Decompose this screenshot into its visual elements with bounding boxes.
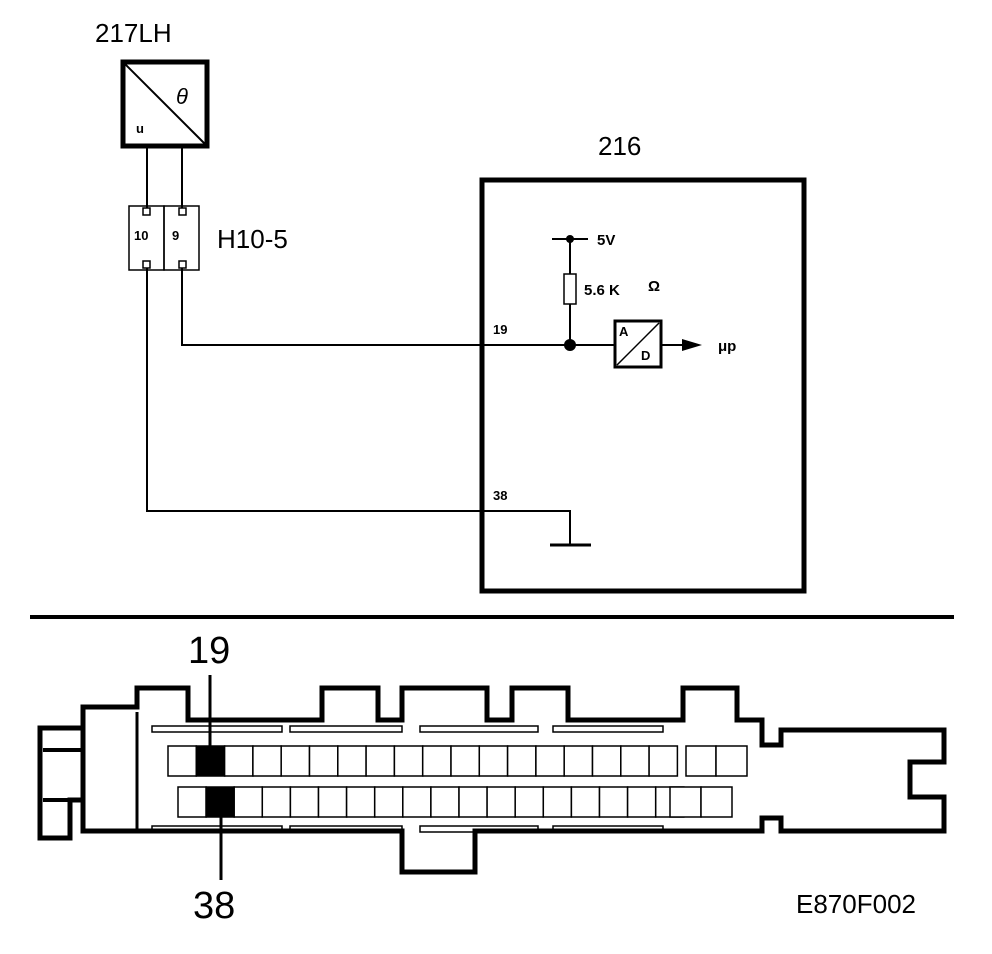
plug-pin-cell bbox=[486, 786, 516, 818]
converter-a: A bbox=[619, 324, 629, 339]
converter-d: D bbox=[641, 348, 650, 363]
plug-pin-cell bbox=[421, 745, 452, 777]
plug-pin-cell bbox=[233, 786, 264, 818]
ecu-pin-38: 38 bbox=[493, 488, 507, 503]
plug-pin-cell bbox=[223, 745, 254, 777]
plug-pin-cell bbox=[261, 786, 292, 818]
plug-pin-row-upper bbox=[167, 745, 748, 777]
plug-pin-cell bbox=[252, 745, 282, 777]
plug-pin-cell bbox=[195, 745, 226, 777]
wire-signal-pin19 bbox=[181, 268, 570, 346]
plug-pin-cell bbox=[669, 786, 702, 818]
plug-pin-cell bbox=[620, 745, 650, 777]
plug-pin-cell bbox=[506, 745, 537, 777]
plug-pin-cell bbox=[373, 786, 404, 818]
ohm-symbol: Ω bbox=[648, 278, 660, 295]
ecu-pin-19: 19 bbox=[493, 322, 507, 337]
plug-pin-cell bbox=[535, 745, 565, 777]
temperature-sensor: θ u bbox=[120, 59, 210, 149]
plug-pin-cell bbox=[337, 745, 367, 777]
plug-pin-cell bbox=[317, 786, 348, 818]
plug-pin-cell bbox=[167, 745, 198, 777]
plug-pin-cell bbox=[626, 786, 657, 818]
ecu-connector-plug bbox=[37, 685, 947, 875]
plug-pin-cell bbox=[685, 745, 717, 777]
plug-pin-cell bbox=[598, 786, 629, 818]
plug-pin-cell bbox=[458, 786, 488, 818]
plug-pin-cell bbox=[514, 786, 545, 818]
plug-pin-19-label: 19 bbox=[188, 630, 230, 672]
plug-pin-cell bbox=[450, 745, 481, 777]
plug-pin-cell bbox=[308, 745, 339, 777]
connector-id-label: H10-5 bbox=[217, 224, 288, 254]
plug-pin-cell bbox=[591, 745, 622, 777]
plug-pin-row-lower bbox=[177, 786, 733, 818]
connector-h10-5: 10 9 bbox=[128, 205, 200, 271]
plug-pin-cell bbox=[402, 786, 432, 818]
wire-ground-pin38 bbox=[146, 268, 571, 545]
pullup-resistor bbox=[563, 273, 577, 305]
plug-pin-cell bbox=[478, 745, 509, 777]
plug-pin-cell bbox=[700, 786, 733, 818]
connector-pin-9: 9 bbox=[172, 228, 179, 243]
supply-label: 5V bbox=[597, 232, 615, 249]
plug-pin-cell bbox=[430, 786, 460, 818]
arrow-right-icon bbox=[682, 339, 702, 351]
plug-pin-38-label: 38 bbox=[193, 885, 235, 927]
sensor-id-label: 217LH bbox=[95, 18, 172, 48]
plug-pin-cell bbox=[177, 786, 207, 818]
ecu-id-label: 216 bbox=[598, 131, 641, 161]
plug-pin-cell bbox=[280, 745, 311, 777]
plug-pin-cell bbox=[345, 786, 376, 818]
plug-pin-cell bbox=[365, 745, 396, 777]
ecu-box bbox=[479, 177, 807, 594]
plug-pin-cell bbox=[648, 745, 679, 777]
plug-pin-cell bbox=[393, 745, 424, 777]
ad-converter: A D bbox=[613, 319, 663, 369]
figure-code: E870F002 bbox=[796, 889, 916, 919]
plug-pin-cell bbox=[542, 786, 573, 818]
plug-pin-cell bbox=[715, 745, 748, 777]
u-symbol: u bbox=[136, 121, 144, 136]
plug-pin-cell bbox=[570, 786, 601, 818]
resistor-label: 5.6 K bbox=[584, 282, 620, 299]
theta-symbol: θ bbox=[176, 84, 188, 109]
microprocessor-label: μp bbox=[718, 338, 736, 355]
connector-pin-10: 10 bbox=[134, 228, 148, 243]
plug-pin-cell bbox=[563, 745, 594, 777]
plug-pin-cell bbox=[205, 786, 235, 818]
plug-pin-cell bbox=[289, 786, 320, 818]
